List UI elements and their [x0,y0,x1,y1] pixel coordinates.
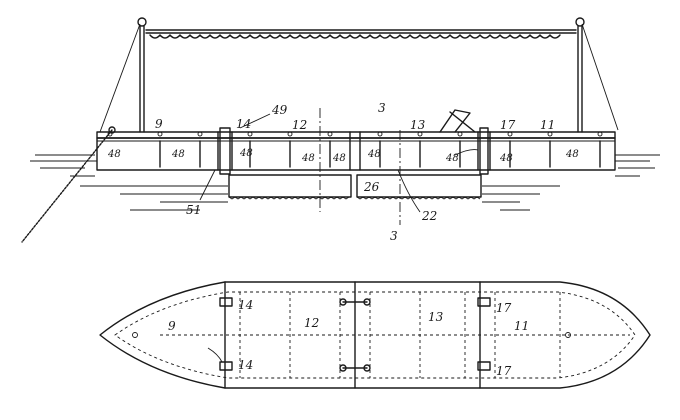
label-hitch-top-right: 17 [496,301,512,315]
rail-post-labels: 48 48 48 48 48 48 48 48 48 [107,148,579,164]
label-rail-post: 48 [499,153,513,164]
label-rail-post: 48 [171,149,185,160]
label-hull-stern: 11 [540,118,555,132]
side-elevation: 9 14 49 12 3 13 17 11 26 22 3 51 48 48 4… [21,17,660,243]
label-hitch-top-left: 14 [238,298,253,312]
leader-22 [397,169,421,213]
label-section-stern: 11 [514,319,529,333]
label-float-pointer: 22 [421,209,437,223]
canopy-fringe [149,34,561,39]
hull-outline [99,281,651,389]
label-float: 26 [363,180,380,194]
label-rail-post: 48 [301,153,315,164]
label-rail-post: 48 [565,149,579,160]
label-hitch-right: 17 [500,118,516,132]
hitch-clip [219,297,233,307]
label-rail-post: 48 [445,153,459,164]
label-pin: 51 [186,203,201,217]
hinge-pin-top [339,298,371,306]
label-section-bow: 9 [168,319,176,333]
label-rail-post: 48 [332,153,346,164]
hull-inner-outline [114,291,636,379]
label-section-top: 3 [378,101,386,115]
deck-chair [439,109,476,133]
label-section-mid: 12 [304,316,319,330]
label-hitch-left: 14 [236,117,251,131]
label-hull-bow: 9 [155,117,163,131]
canopy-frame [99,17,619,133]
leader-51 [199,169,216,201]
hitch-clip [219,361,233,371]
hull-sections [96,109,616,175]
plan-view: 9 14 12 13 17 11 14 17 [99,281,651,389]
label-section-center: 13 [428,310,444,324]
label-hitch-bottom-left: 14 [238,358,253,372]
label-rail-post: 48 [239,148,253,159]
rail-posts [107,131,603,168]
hitch-clip [477,361,491,371]
label-hitch-bottom-right: 17 [496,364,512,378]
label-section-bottom: 3 [390,229,398,243]
float-pontoons [228,174,482,200]
mast-knob-left [137,17,147,27]
label-rail-post: 48 [107,149,121,160]
hinge-pin-bottom [339,364,371,372]
leader-48 [454,149,479,156]
leader-14 [207,347,223,363]
label-hull-mid: 12 [292,118,307,132]
label-hull-center: 13 [410,118,426,132]
tow-rope [21,126,116,243]
label-rail-post: 48 [367,149,381,160]
mast-knob-right [575,17,585,27]
water-surface [30,154,660,211]
leader-49 [239,113,271,129]
hitch-clip [477,297,491,307]
label-hitch-part: 49 [271,103,288,117]
